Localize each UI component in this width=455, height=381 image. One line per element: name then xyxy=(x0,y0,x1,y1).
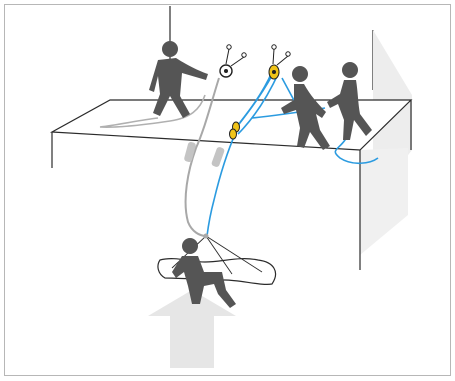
cliff-face-shading xyxy=(360,148,408,255)
haul-device-icon xyxy=(269,65,279,79)
rope-attachment-point xyxy=(204,234,209,239)
anchor-left xyxy=(226,45,246,66)
pulley-icon xyxy=(220,65,232,77)
anchor-right xyxy=(272,45,290,65)
